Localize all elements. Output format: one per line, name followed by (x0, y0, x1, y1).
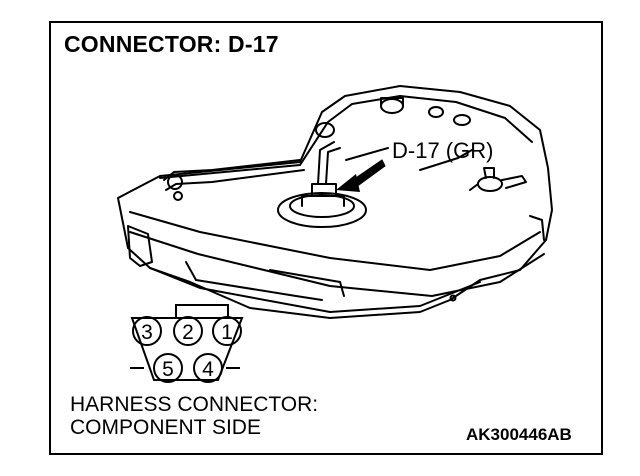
figure-code: AK300446AB (466, 425, 572, 444)
diagram-frame (49, 21, 603, 455)
diagram-title: CONNECTOR: D-17 (64, 31, 279, 57)
caption-line-1: HARNESS CONNECTOR: (70, 393, 319, 416)
pin-5-label: 5 (162, 358, 174, 381)
pin-4-label: 4 (202, 358, 214, 381)
pin-1-label: 1 (221, 321, 233, 344)
arrow-head (336, 174, 360, 192)
connector-callout-label: D-17 (GR) (392, 138, 494, 163)
pin-2-label: 2 (182, 321, 194, 344)
connector-caption: HARNESS CONNECTOR: COMPONENT SIDE (70, 393, 318, 439)
caption-line-2: COMPONENT SIDE (70, 416, 261, 439)
harness-connector-face (130, 304, 244, 383)
pin-3-label: 3 (141, 321, 153, 344)
